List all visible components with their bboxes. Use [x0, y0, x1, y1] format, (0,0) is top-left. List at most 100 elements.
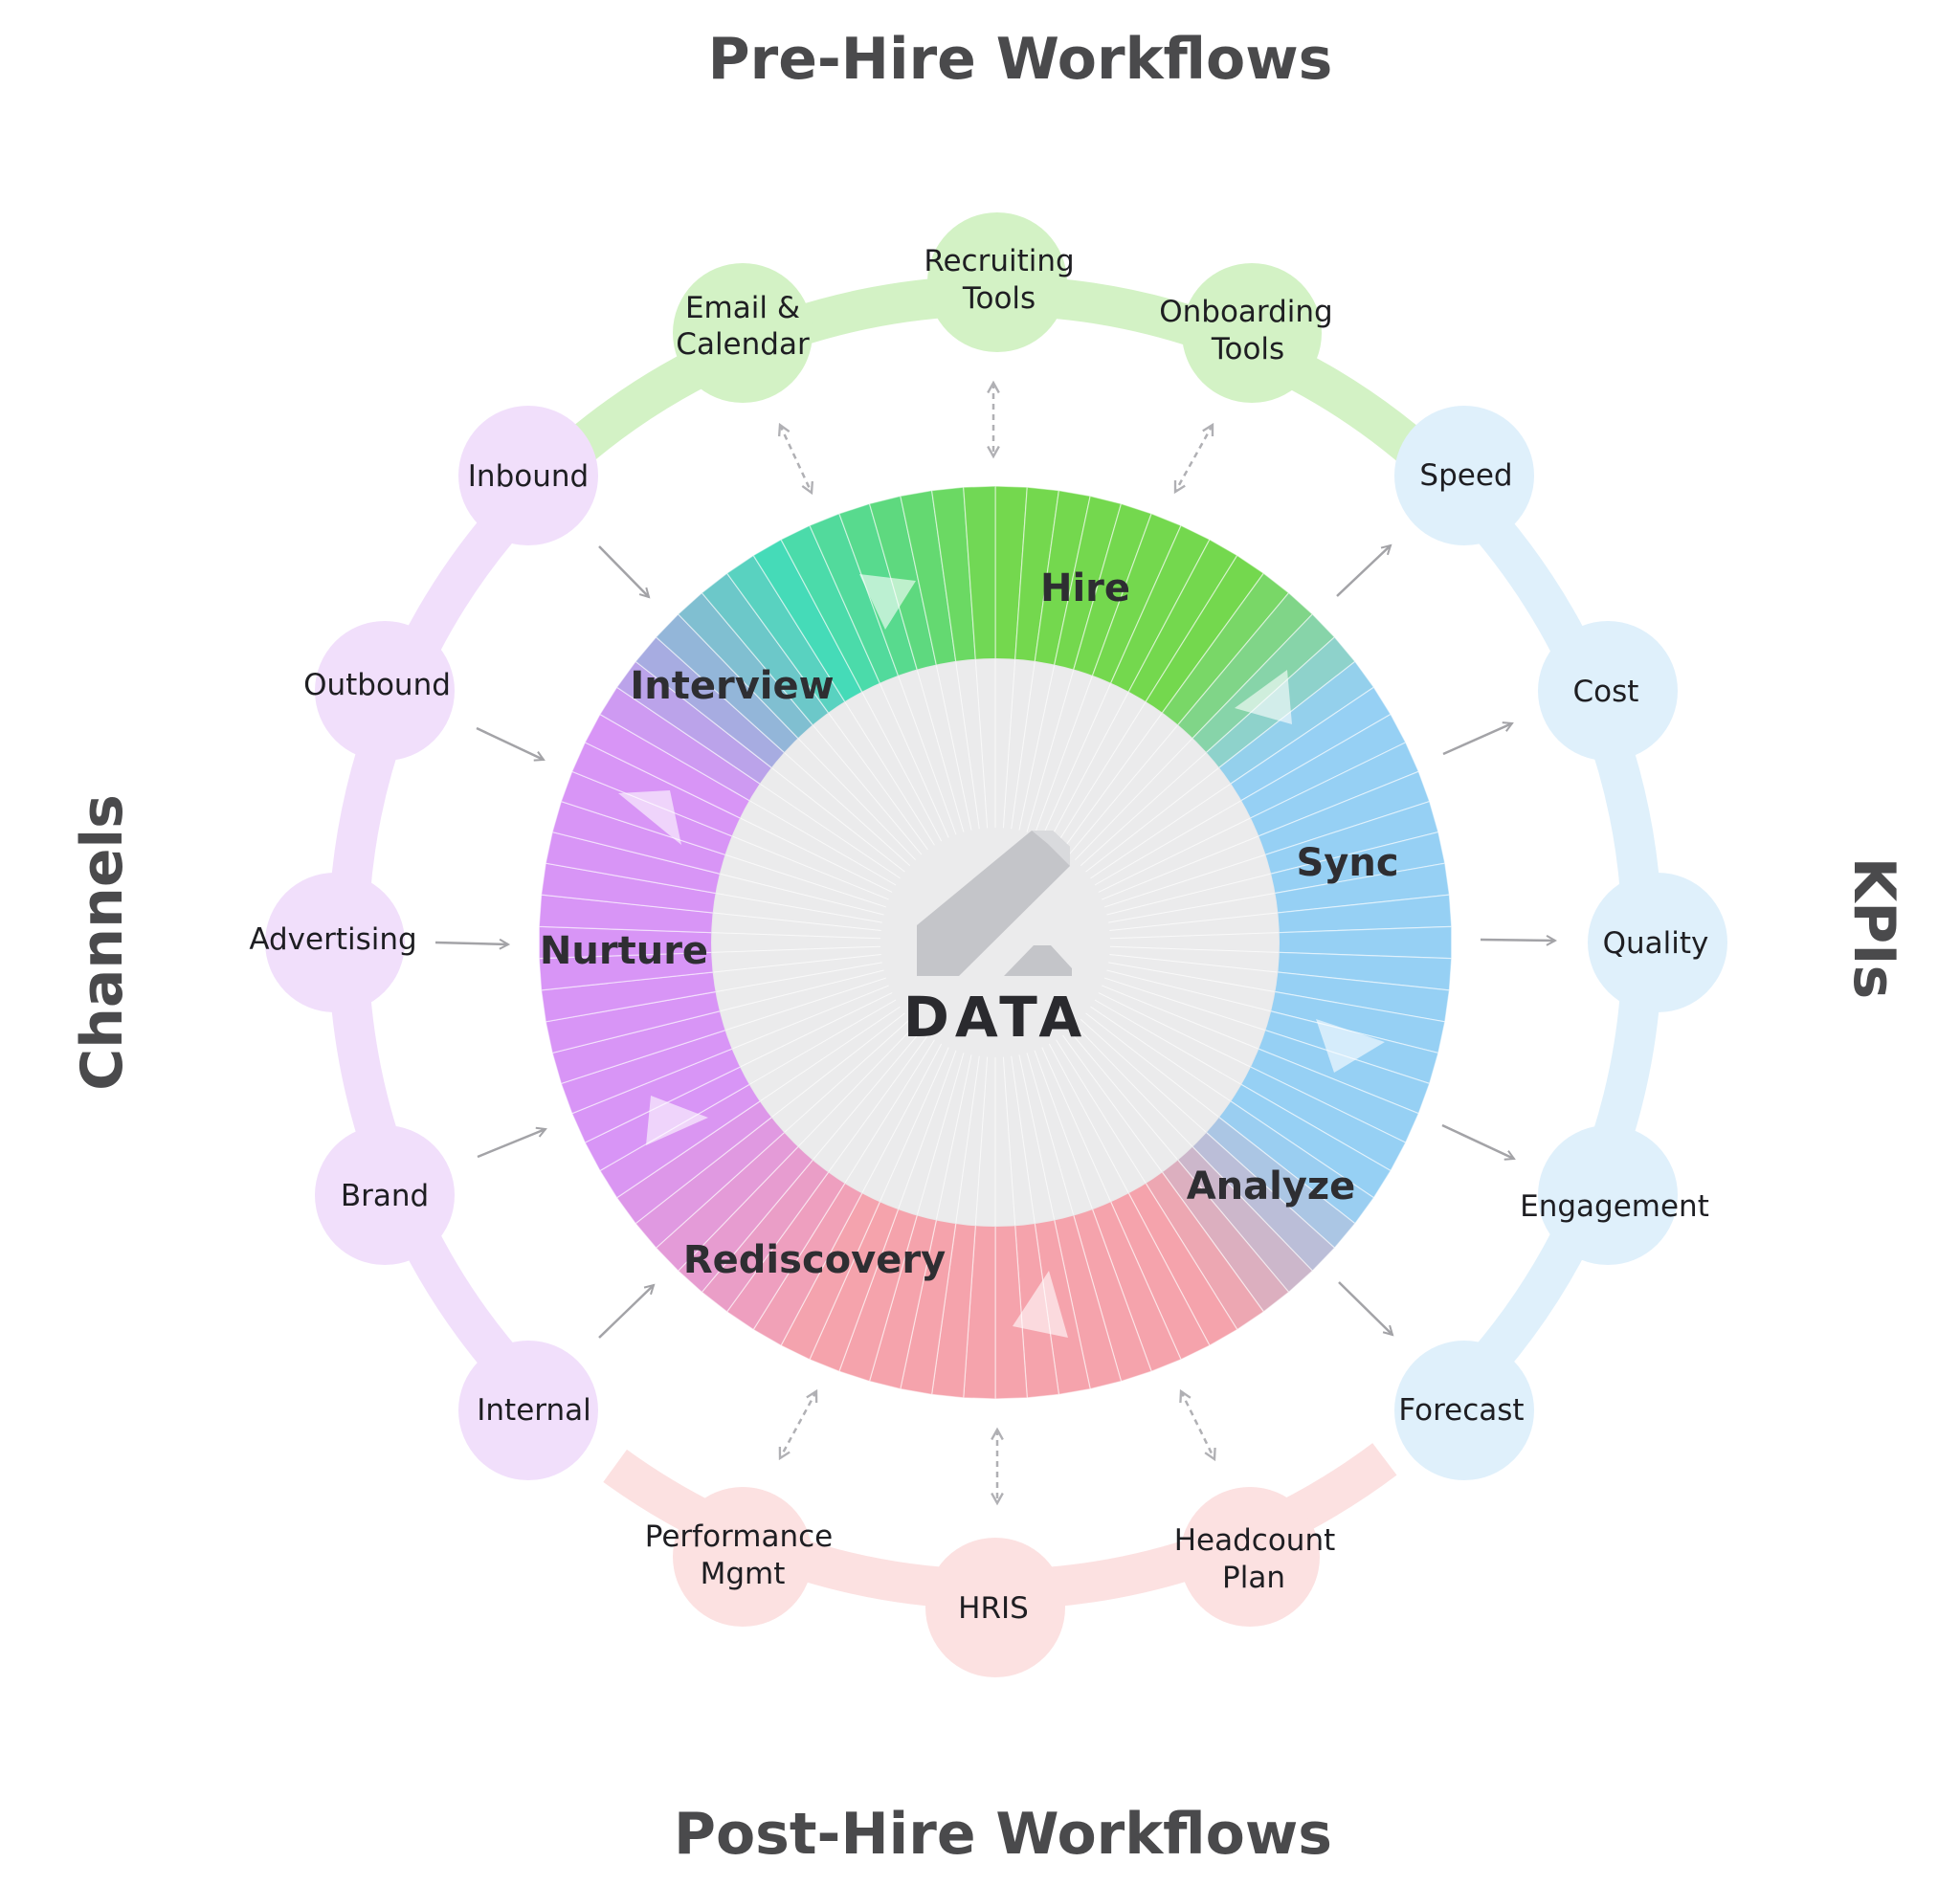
- triangle-arrow-icon: [1235, 670, 1292, 724]
- center-ray: [1048, 1043, 1129, 1193]
- double-arrow-icon: [780, 425, 812, 493]
- stage-sync: Sync: [1296, 841, 1398, 885]
- arrow-icon: [476, 726, 544, 760]
- center-ray: [1062, 713, 1163, 851]
- triangle-arrow-icon: [646, 1096, 708, 1145]
- center-ray: [880, 683, 949, 838]
- center-ray: [916, 1053, 965, 1215]
- center-ray: [844, 701, 935, 846]
- node-label-line: Forecast: [1398, 1393, 1524, 1428]
- center-ray: [861, 1043, 943, 1193]
- pre-hire-nodes: Email & Calendar Recruiting Tools Onboar…: [673, 212, 1333, 403]
- center-ray: [955, 1055, 980, 1224]
- center-ray: [771, 1012, 905, 1118]
- center-ray: [1041, 683, 1111, 838]
- center-ray: [1106, 969, 1271, 1012]
- node-label-line: Headcount: [1174, 1523, 1336, 1558]
- center-ray: [1048, 692, 1129, 842]
- center-ray: [1109, 945, 1279, 953]
- arrow-icon: [434, 942, 508, 944]
- node-label-line: Recruiting: [924, 244, 1074, 278]
- node-performance-mgmt: Performance Mgmt: [645, 1487, 833, 1627]
- center-ray: [712, 945, 881, 953]
- node-label-line: Quality: [1603, 926, 1709, 961]
- center-ray: [1074, 1024, 1192, 1147]
- node-label-line: Outbound: [303, 668, 451, 702]
- center-ray: [712, 932, 881, 940]
- center-ray: [1018, 1054, 1056, 1220]
- center-ray: [1034, 676, 1093, 835]
- center-ray: [1080, 752, 1207, 867]
- node-outbound: Outbound: [303, 621, 455, 761]
- center-ray: [1085, 767, 1219, 873]
- node-label-line: Plan: [1222, 1561, 1285, 1595]
- kpis-title: KPIs: [1840, 857, 1907, 1000]
- center-label: DATA: [903, 985, 1087, 1050]
- center-ray: [898, 1050, 957, 1209]
- node-circle: [458, 1341, 598, 1480]
- center-ray: [1041, 1047, 1111, 1202]
- center-ray: [732, 835, 889, 900]
- center-ray: [935, 665, 972, 831]
- center-ray: [720, 969, 884, 1012]
- center-ray: [1034, 1050, 1093, 1209]
- node-inbound: Inbound: [458, 406, 598, 545]
- stage-interview: Interview: [630, 664, 834, 708]
- node-advertising: Advertising: [249, 873, 417, 1012]
- node-label-line: Brand: [341, 1179, 429, 1213]
- node-label-line: HRIS: [958, 1591, 1029, 1626]
- node-brand: Brand: [315, 1125, 455, 1265]
- center-ray: [740, 992, 893, 1068]
- node-label-line: Mgmt: [701, 1557, 786, 1591]
- center-ray: [1026, 670, 1075, 832]
- center-ray: [1056, 701, 1147, 846]
- center-ray: [720, 873, 884, 916]
- center-ray: [1109, 954, 1278, 973]
- node-label-line: Tools: [962, 281, 1036, 316]
- kpi-arrows: [1336, 545, 1555, 1335]
- center-ray: [1102, 985, 1258, 1050]
- triangle-arrow-icon: [1316, 1019, 1385, 1073]
- kpi-nodes: Speed Cost Quality Engagement Forecast: [1394, 406, 1727, 1480]
- node-circle: [315, 621, 455, 761]
- node-label-line: Speed: [1419, 458, 1512, 493]
- arrow-icon: [1336, 545, 1391, 597]
- center-disk: [711, 658, 1280, 1227]
- center-ray: [916, 670, 965, 832]
- node-circle: [315, 1125, 455, 1265]
- center-ray: [861, 692, 943, 842]
- node-label-line: Calendar: [676, 327, 810, 362]
- center-ray: [1011, 661, 1036, 830]
- center-rays: [712, 659, 1279, 1226]
- node-label-line: Internal: [477, 1393, 590, 1428]
- center-ray: [1103, 854, 1265, 908]
- center-ray: [713, 954, 881, 973]
- direction-markers: [618, 574, 1385, 1338]
- node-speed: Speed: [1394, 406, 1534, 545]
- node-hris: HRIS: [925, 1538, 1065, 1677]
- triangle-arrow-icon: [859, 574, 916, 630]
- stage-analyze: Analyze: [1187, 1164, 1356, 1209]
- center-ray: [1090, 784, 1231, 879]
- node-label-line: Inbound: [468, 459, 589, 494]
- center-ray: [1094, 800, 1241, 886]
- post-hire-nodes: Performance Mgmt HRIS Headcount Plan: [645, 1487, 1335, 1677]
- arrow-icon: [1442, 723, 1512, 756]
- center-ray: [1108, 962, 1275, 992]
- node-label-line: Advertising: [249, 922, 416, 957]
- data-logo-icon: [917, 831, 1072, 976]
- center-ray: [955, 661, 980, 830]
- center-ray: [1094, 999, 1241, 1085]
- center-ray: [784, 752, 911, 867]
- center-ray: [716, 962, 882, 992]
- node-label-line: Performance: [645, 1519, 833, 1554]
- node-engagement: Engagement: [1520, 1125, 1709, 1265]
- center-ray: [749, 999, 897, 1085]
- center-ray: [813, 724, 923, 855]
- arrow-icon: [1441, 1123, 1514, 1159]
- center-ray: [1002, 659, 1016, 829]
- channel-arrows: [434, 545, 654, 1339]
- center-ray: [828, 1034, 928, 1172]
- center-ray: [1103, 977, 1265, 1031]
